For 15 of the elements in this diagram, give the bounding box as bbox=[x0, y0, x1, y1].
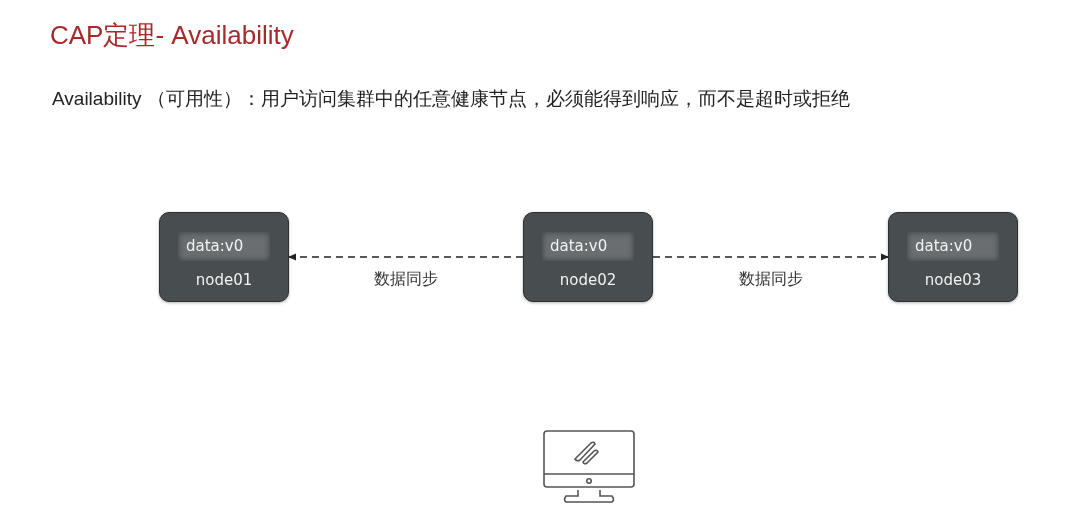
node-name: node01 bbox=[195, 271, 253, 289]
definition-text: Availability （可用性）：用户访问集群中的任意健康节点，必须能得到响应，而不是超时或拒绝 bbox=[52, 87, 850, 111]
dashed-arrow bbox=[288, 253, 524, 261]
edge-label: 数据同步 bbox=[738, 269, 803, 290]
node-name: node02 bbox=[559, 271, 617, 289]
data-field: data:v0 bbox=[907, 232, 999, 261]
dashed-arrow bbox=[652, 253, 889, 261]
server-node bbox=[523, 212, 653, 302]
server-node bbox=[888, 212, 1018, 302]
slide-title: CAP定理- Availability bbox=[50, 19, 294, 52]
node-name: node03 bbox=[924, 271, 982, 289]
data-field: data:v0 bbox=[542, 232, 634, 261]
edge-label: 数据同步 bbox=[374, 269, 438, 290]
server-node bbox=[159, 212, 289, 302]
data-field: data:v0 bbox=[178, 232, 270, 261]
